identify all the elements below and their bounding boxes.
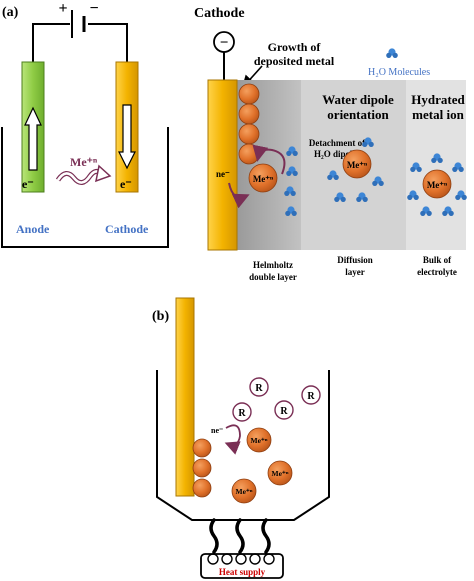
panel-a-label: (a) (2, 5, 19, 20)
beaker-b (156, 370, 330, 521)
beaker-a (1, 127, 169, 248)
heat-waves-icon (209, 518, 271, 554)
bulk-label-line2: electrolyte (417, 267, 457, 277)
battery-icon (71, 10, 86, 38)
electron-transfer-arrow-icon (228, 182, 250, 209)
cathode-label: Cathode (105, 222, 149, 236)
ion-label-cell: Me⁺ⁿ (70, 155, 98, 169)
heat-supply-label: Heat supply (219, 567, 266, 577)
ion-label-b-1: Me⁺ⁿ (251, 436, 268, 445)
helmholtz-label-line2: double layer (249, 272, 297, 282)
ion-label-helmholtz: Me⁺ⁿ (253, 174, 274, 184)
reagent-label-3: R (238, 408, 246, 419)
hydrated-label-line2: metal ion (412, 107, 464, 122)
battery-plus: + (58, 0, 67, 17)
electron-label-anode: e⁻ (22, 177, 34, 191)
deposited-metal-atoms (238, 83, 260, 165)
ne-label-detail: ne⁻ (216, 169, 230, 179)
water-legend-label: H₂O Molecules (368, 67, 430, 78)
cathode-plate (207, 79, 238, 251)
electron-transfer-arrow-b-icon (224, 424, 241, 455)
water-dipole-label-line2: orientation (327, 107, 389, 122)
minus-terminal-icon (213, 31, 235, 80)
growth-label-line1: Growth of (268, 40, 322, 54)
reagent-label-4: R (280, 406, 288, 417)
detachment-label-line1: Detachment of (309, 138, 366, 148)
ion-label-b-2: Me⁺ⁿ (272, 469, 289, 478)
water-legend-icon (386, 48, 398, 58)
ion-label-diffusion: Me⁺ⁿ (347, 160, 368, 170)
growth-label-line2: deposited metal (254, 54, 335, 68)
hydrated-label-line1: Hydrated (411, 92, 465, 107)
hydrated-metal-ion (407, 153, 467, 216)
helmholtz-label-line1: Helmholtz (253, 260, 293, 270)
circuit-wire (32, 23, 128, 64)
reagent-molecules (232, 377, 321, 422)
water-dipole-label-line1: Water dipole (322, 92, 394, 107)
bulk-label-line1: Bulk of (423, 255, 452, 265)
approaching-metal-ion (248, 163, 278, 193)
ne-label-b: ne⁻ (211, 426, 223, 435)
electron-label-cathode: e⁻ (120, 177, 132, 191)
ion-label-bulk: Me⁺ⁿ (427, 180, 448, 190)
ion-label-b-3: Me⁺ⁿ (236, 487, 253, 496)
diffusion-label-line1: Diffusion (337, 255, 373, 265)
cathode-rod (175, 297, 195, 497)
panel-b-label: (b) (152, 309, 169, 324)
deposited-atoms-b (192, 438, 212, 498)
detachment-arrow-icon (252, 144, 286, 175)
reagent-label-1: R (255, 383, 263, 394)
up-arrow-icon (24, 106, 42, 171)
detachment-label-line2: H₂O dipoles (314, 149, 360, 159)
reagent-label-2: R (307, 391, 315, 402)
down-arrow-icon (118, 104, 136, 170)
minus-terminal-sign: − (220, 35, 229, 51)
ion-migration-arrow-icon (55, 164, 112, 185)
diffusion-label-line2: layer (345, 267, 365, 277)
oriented-ion-diffusion (327, 137, 384, 202)
anode-label: Anode (16, 222, 50, 236)
detail-title: Cathode (194, 6, 245, 21)
metal-ions-b (231, 427, 293, 504)
heater-icon (200, 553, 284, 579)
battery-minus: − (89, 0, 98, 17)
